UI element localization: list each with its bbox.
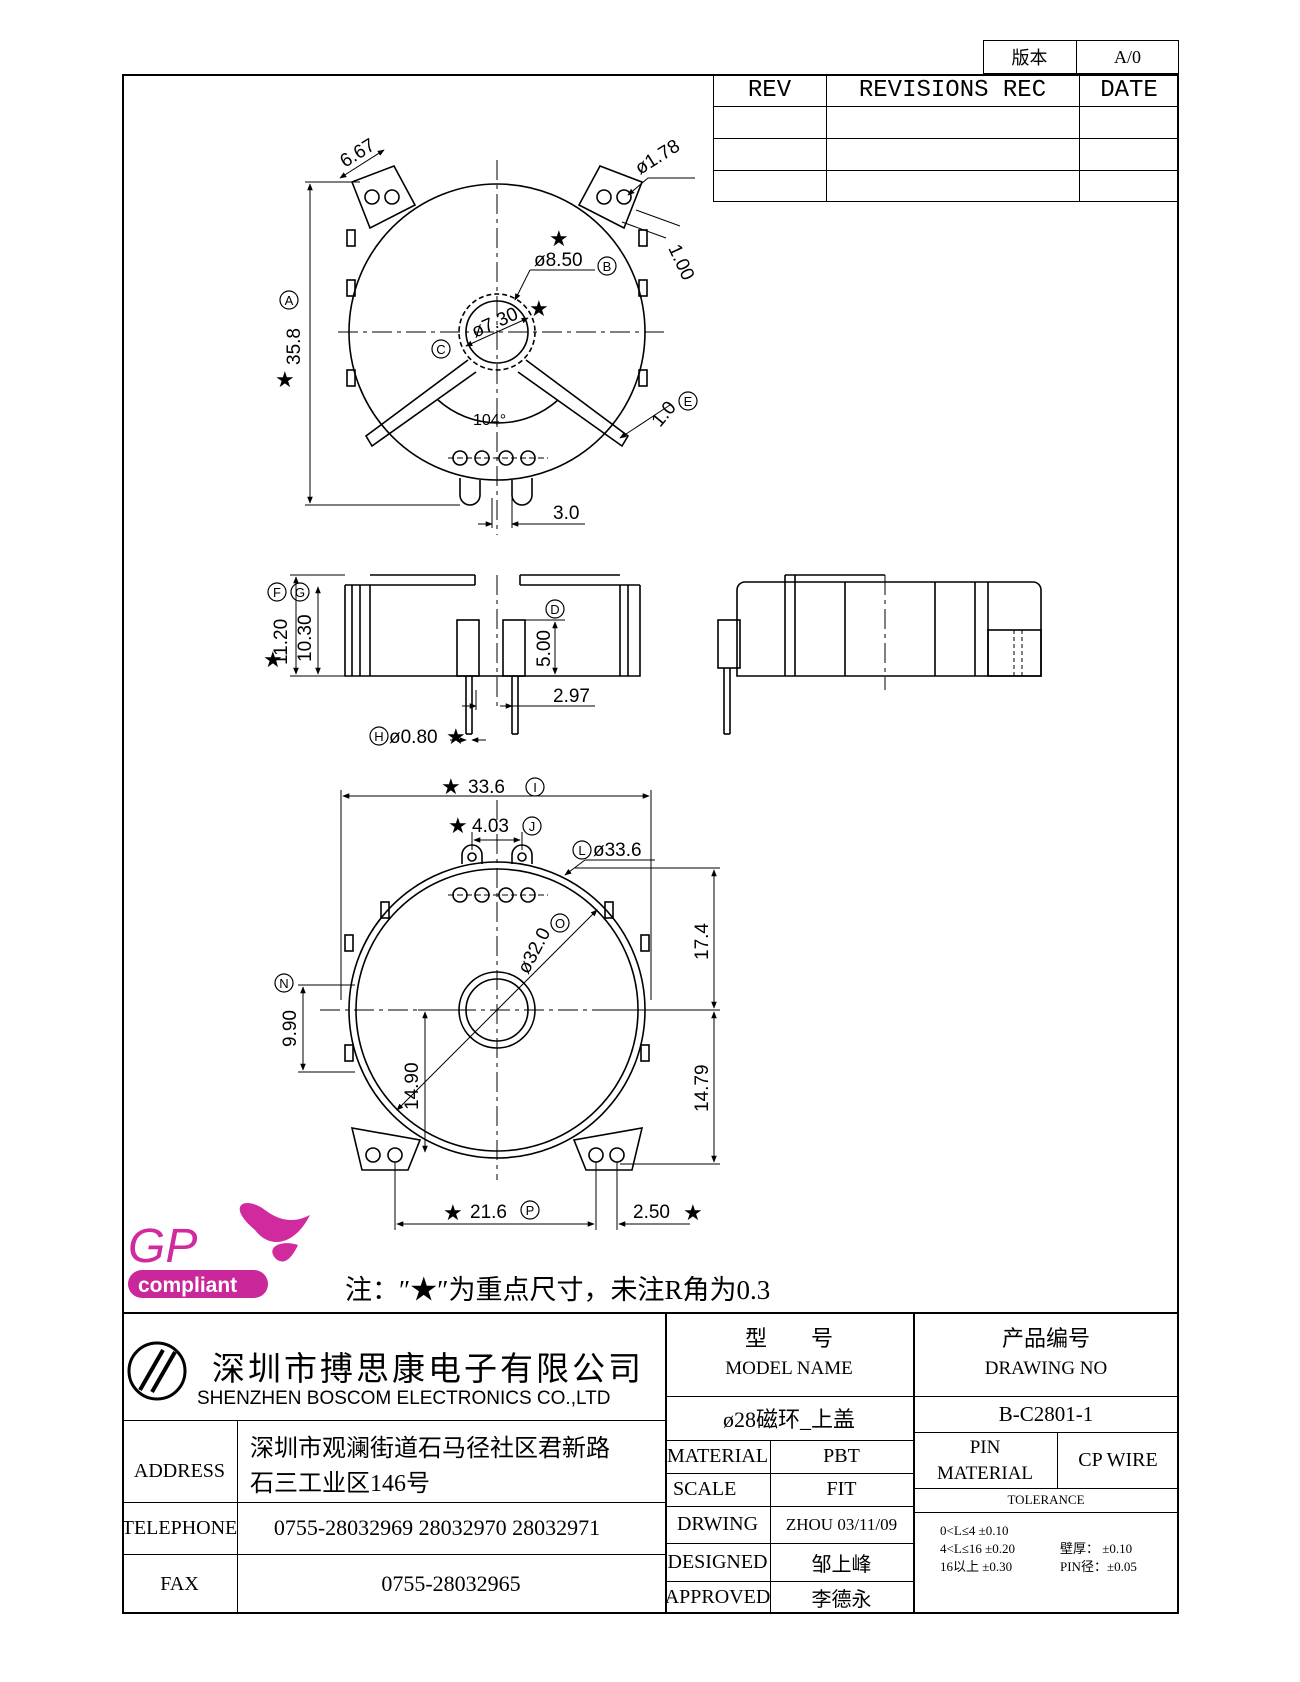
ref-d: D	[550, 602, 559, 617]
dim-inner-dia: ø32.0	[514, 925, 555, 978]
version-box	[983, 40, 1179, 74]
model-value: ø28磁环_上盖	[722, 1407, 855, 1432]
company-name-cn: 深圳市搏思康电子有限公司	[212, 1352, 644, 1388]
dim-width: 33.6	[468, 777, 505, 798]
address-label: ADDRESS	[133, 1459, 226, 1482]
dim-outer-dia: ø33.6	[593, 840, 642, 861]
top-view	[305, 149, 695, 535]
dim-outer-ring: ø8.50	[534, 250, 583, 271]
drawing-note: 注：″★″为重点尺寸，未注R角为0.3	[345, 1275, 771, 1305]
approved-value: 李德永	[811, 1589, 872, 1611]
ref-f: F	[273, 585, 281, 600]
scale-label: SCALE	[673, 1478, 737, 1500]
dim-bottom: 3.0	[553, 503, 579, 524]
ref-j: J	[529, 819, 536, 834]
material-value: PBT	[823, 1445, 860, 1467]
version-value: A/0	[1114, 46, 1141, 67]
drawing-no-label-cn: 产品编号	[1001, 1326, 1090, 1351]
gp-text: GP	[128, 1220, 197, 1273]
star-2: ★	[529, 296, 549, 321]
scale-value: FIT	[826, 1478, 857, 1500]
company-logo-icon	[127, 1341, 187, 1401]
company-name-en: SHENZHEN BOSCOM ELECTRONICS CO.,LTD	[197, 1388, 611, 1409]
pin-material-label-2: MATERIAL	[936, 1463, 1034, 1484]
ref-o: O	[555, 916, 565, 931]
dim-hole: ø1.78	[632, 136, 684, 180]
address-line1: 深圳市观澜街道石马径社区君新路	[250, 1436, 610, 1462]
ref-c: C	[436, 342, 445, 357]
fax-value: 0755-28032965	[381, 1571, 521, 1596]
star-8: ★	[443, 1200, 463, 1225]
star-4: ★	[263, 647, 283, 672]
approved-label: APPROVED	[664, 1586, 771, 1608]
ref-g: G	[295, 585, 305, 600]
ref-l: L	[578, 843, 585, 858]
tolerance-1: 0<L≤4 ±0.10	[940, 1523, 1009, 1538]
designed-value: 邹上峰	[811, 1553, 872, 1576]
address-line2: 石三工业区146号	[250, 1471, 430, 1497]
material-label: MATERIAL	[666, 1445, 769, 1467]
star-6: ★	[441, 774, 461, 799]
drwing-label: DRWING	[676, 1513, 759, 1535]
dim-lower: 14.79	[692, 1064, 713, 1112]
compliant-text: compliant	[138, 1274, 237, 1297]
side-view-profile	[717, 574, 1042, 735]
ref-i: I	[533, 780, 537, 795]
dim-body-height: 10.30	[295, 614, 316, 662]
ref-b: B	[603, 259, 612, 274]
drawing-frame	[122, 74, 1179, 1614]
gp-compliant-logo	[128, 1202, 310, 1298]
tolerance-2: 4<L≤16 ±0.20	[940, 1541, 1016, 1556]
ref-h: H	[374, 729, 383, 744]
revision-header-rec: REVISIONS REC	[858, 76, 1047, 104]
version-label: 版本	[1011, 48, 1048, 68]
tolerance-label: TOLERANCE	[1007, 1492, 1085, 1507]
pin-material-value: CP WIRE	[1078, 1448, 1158, 1471]
telephone-label: TELEPHONE	[121, 1516, 238, 1539]
star-7: ★	[448, 813, 468, 838]
pin-material-label-1: PIN	[969, 1437, 1001, 1458]
dim-angle: 104°	[473, 412, 506, 429]
tolerance-3: 16以上 ±0.30	[940, 1559, 1013, 1574]
dim-foot-offset: 2.50	[633, 1202, 670, 1223]
dim-foot-spacing: 21.6	[470, 1202, 507, 1223]
dim-pin-diameter: ø0.80	[389, 727, 438, 748]
dim-center-to-bottom: 14.90	[402, 1062, 423, 1110]
ref-e: E	[684, 394, 693, 409]
star-3: ★	[275, 367, 295, 392]
dim-pin-gap: 1.0	[648, 397, 681, 431]
model-label-en: MODEL NAME	[725, 1358, 853, 1379]
drwing-value: ZHOU 03/11/09	[785, 1514, 898, 1534]
pin-dia-tolerance: PIN径：±0.05	[1060, 1559, 1137, 1574]
dim-pin-spacing: 2.97	[553, 686, 590, 707]
ref-p: P	[526, 1203, 535, 1218]
star-5: ★	[446, 724, 466, 749]
drawing-no-value: B-C2801-1	[998, 1401, 1094, 1426]
ref-a: A	[285, 293, 294, 308]
fax-label: FAX	[160, 1572, 199, 1595]
dim-tab-spacing: 4.03	[472, 816, 509, 837]
dim-slot: 1.00	[663, 241, 698, 283]
side-view-front	[290, 574, 641, 743]
star-1: ★	[549, 226, 569, 251]
wall-tolerance: 壁厚： ±0.10	[1060, 1541, 1133, 1556]
dim-total-height: 11.20	[271, 619, 292, 665]
designed-label: DESIGNED	[667, 1550, 768, 1573]
dim-height: 35.8	[284, 328, 305, 365]
star-9: ★	[683, 1200, 703, 1225]
model-label-cn: 型 号	[744, 1326, 833, 1351]
revision-header-date: DATE	[1100, 76, 1158, 104]
dim-upper: 17.4	[692, 923, 713, 960]
dim-pin-length: 5.00	[534, 630, 555, 667]
drawing-no-label-en: DRAWING NO	[984, 1358, 1108, 1379]
revision-header-rev: REV	[747, 76, 792, 104]
dim-left: 9.90	[280, 1010, 301, 1047]
telephone-value: 0755-28032969 28032970 28032971	[273, 1515, 601, 1540]
ref-n: N	[279, 976, 288, 991]
bottom-view	[298, 790, 720, 1230]
